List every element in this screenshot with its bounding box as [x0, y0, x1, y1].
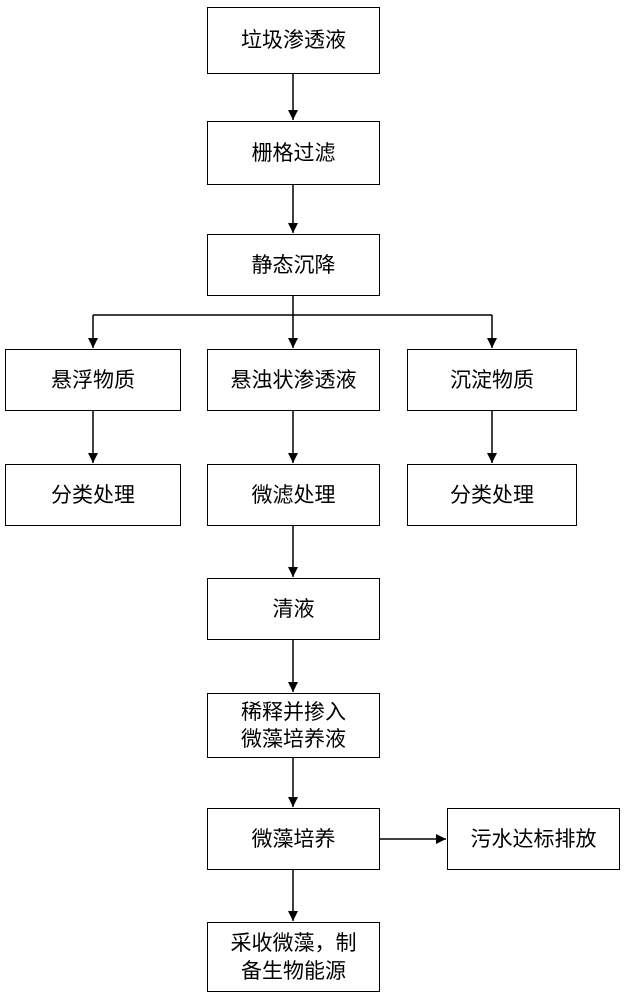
node-leachate: 垃圾渗透液: [207, 7, 380, 74]
node-classify-right: 分类处理: [407, 464, 577, 526]
node-dilute-mix-line-2: 微藻培养液: [241, 726, 346, 751]
node-dilute-mix: 稀释并掺入 微藻培养液: [207, 693, 380, 758]
node-discharge: 污水达标排放: [447, 808, 620, 870]
node-dilute-mix-line-1: 稀释并掺入: [241, 699, 346, 724]
node-sediment-label: 沉淀物质: [450, 367, 534, 392]
node-static-settling-label: 静态沉降: [251, 252, 336, 277]
node-grid-filter-label: 栅格过滤: [251, 140, 336, 165]
node-harvest-text: 采收微藻，制 备生物能源: [231, 929, 357, 985]
node-classify-left-label: 分类处理: [51, 482, 135, 507]
node-static-settling: 静态沉降: [207, 234, 380, 296]
node-suspended-matter-label: 悬浮物质: [51, 367, 135, 392]
node-turbid-leachate-label: 悬浊状渗透液: [230, 367, 357, 392]
node-suspended-matter: 悬浮物质: [5, 349, 181, 411]
node-dilute-mix-text: 稀释并掺入 微藻培养液: [241, 699, 346, 753]
node-microalgae-culture: 微藻培养: [207, 808, 380, 870]
node-harvest-line-1: 采收微藻，制: [230, 931, 357, 955]
node-microalgae-culture-label: 微藻培养: [251, 826, 336, 851]
node-harvest: 采收微藻，制 备生物能源: [207, 922, 380, 992]
node-classify-right-label: 分类处理: [450, 482, 534, 507]
node-clear-liquid-label: 清液: [272, 596, 315, 621]
node-leachate-label: 垃圾渗透液: [241, 28, 346, 52]
node-harvest-line-2: 备生物能源: [241, 959, 346, 983]
node-sediment: 沉淀物质: [407, 349, 577, 411]
node-classify-left: 分类处理: [5, 464, 181, 526]
node-microfiltration: 微滤处理: [207, 464, 380, 526]
node-grid-filter: 栅格过滤: [207, 121, 380, 185]
node-turbid-leachate: 悬浊状渗透液: [207, 349, 380, 411]
node-microfiltration-label: 微滤处理: [251, 482, 336, 507]
node-clear-liquid: 清液: [207, 578, 380, 640]
node-discharge-label: 污水达标排放: [470, 826, 597, 851]
